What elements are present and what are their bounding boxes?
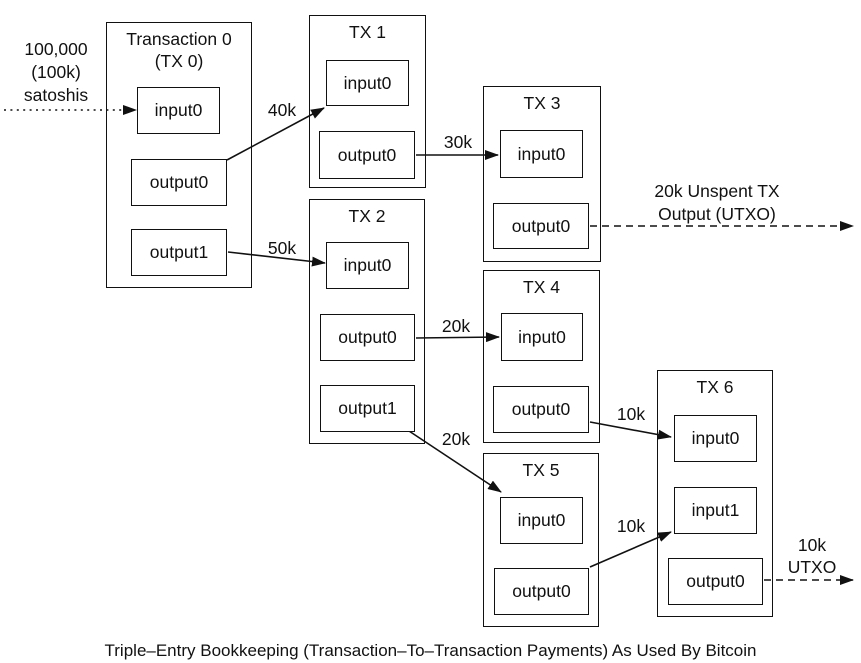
tx0-output0-box: output0 [131,159,227,206]
tx4-box: TX 4 [483,270,600,443]
tx2-title: TX 2 [348,206,386,226]
tx5-box: TX 5 [483,453,599,627]
utxo-20k-label: 20k Unspent TX Output (UTXO) [639,180,795,226]
tx4-input0-box: input0 [501,313,583,361]
arrow-tx0-to-tx1 [226,107,325,161]
tx6-input0-label: input0 [691,428,740,448]
flow-label-tx4-to-tx6: 10k [616,404,646,424]
utxo-20k-line1: 20k Unspent TX [654,181,780,201]
tx2-output1-label: output1 [338,398,397,418]
tx1-output0-box: output0 [319,131,415,179]
tx4-input0-label: input0 [518,326,566,347]
tx6-output0-box: output0 [668,558,763,605]
utxo-10k-label: 10k UTXO [777,534,847,578]
diagram-caption: Triple–Entry Bookkeeping (Transaction–To… [104,641,757,660]
source-line-2: (100k) [31,62,81,82]
tx0-title-line1: Transaction 0 [126,29,232,49]
arrow-tx2-to-tx4 [415,332,500,343]
tx0-title: Transaction 0 (TX 0) [107,23,251,72]
tx3-title: TX 3 [523,93,561,113]
tx6-input1-label: input1 [691,500,740,520]
tx0-input0-box: input0 [137,87,220,134]
tx1-input0-label: input0 [343,72,392,93]
utxo-10k-line1: 10k [797,535,827,555]
tx6-input1-box: input1 [674,487,757,534]
flow-label-tx5-to-tx6: 10k [616,516,646,536]
tx1-box: TX 1 [309,15,426,188]
tx2-input0-box: input0 [326,242,409,289]
tx2-output1-box: output1 [320,385,415,432]
arrow-tx0-to-tx2 [227,251,326,267]
utxo-10k-line2: UTXO [787,557,837,577]
tx1-output0-label: output0 [337,144,397,165]
tx0-output1-label: output1 [149,242,209,262]
flow-label-tx2-to-tx5: 20k [441,429,471,449]
tx0-box: Transaction 0 (TX 0) [106,22,252,288]
tx3-input0-box: input0 [500,130,583,178]
tx4-output0-label: output0 [511,399,571,419]
tx5-input0-label: input0 [517,510,566,530]
tx6-output0-label: output0 [686,571,745,591]
tx2-output0-label: output0 [338,327,397,347]
tx4-title: TX 4 [523,277,560,297]
flow-label-tx1-to-tx3: 30k [443,132,473,152]
tx0-title-line2: (TX 0) [154,51,204,71]
tx1-title: TX 1 [349,22,386,42]
tx2-box: TX 2 [309,199,425,444]
tx6-box: TX 6 [657,370,773,617]
tx6-title: TX 6 [696,377,734,397]
tx5-input0-box: input0 [500,497,583,544]
tx3-output0-label: output0 [511,215,571,236]
tx3-output0-box: output0 [493,203,589,249]
tx2-input0-label: input0 [343,255,392,275]
tx4-output0-box: output0 [493,386,589,433]
tx3-box: TX 3 [483,86,601,262]
source-line-1: 100,000 [24,39,88,59]
source-line-3: satoshis [23,85,89,105]
tx2-output0-box: output0 [320,314,415,361]
tx1-input0-box: input0 [326,60,409,106]
tx0-output0-label: output0 [149,172,209,192]
tx5-output0-box: output0 [494,568,589,615]
flow-label-tx0-to-tx1: 40k [267,100,297,120]
tx5-output0-label: output0 [512,581,571,601]
tx0-output1-box: output1 [131,229,227,276]
tx5-title: TX 5 [522,460,560,480]
source-satoshis-label: 100,000 (100k) satoshis [8,38,104,107]
tx3-input0-label: input0 [517,143,566,164]
utxo-20k-line2: Output (UTXO) [658,204,776,224]
flow-label-tx0-to-tx2: 50k [267,238,297,258]
tx6-input0-box: input0 [674,415,757,462]
tx0-input0-label: input0 [154,100,203,120]
flow-label-tx2-to-tx4: 20k [441,316,471,336]
